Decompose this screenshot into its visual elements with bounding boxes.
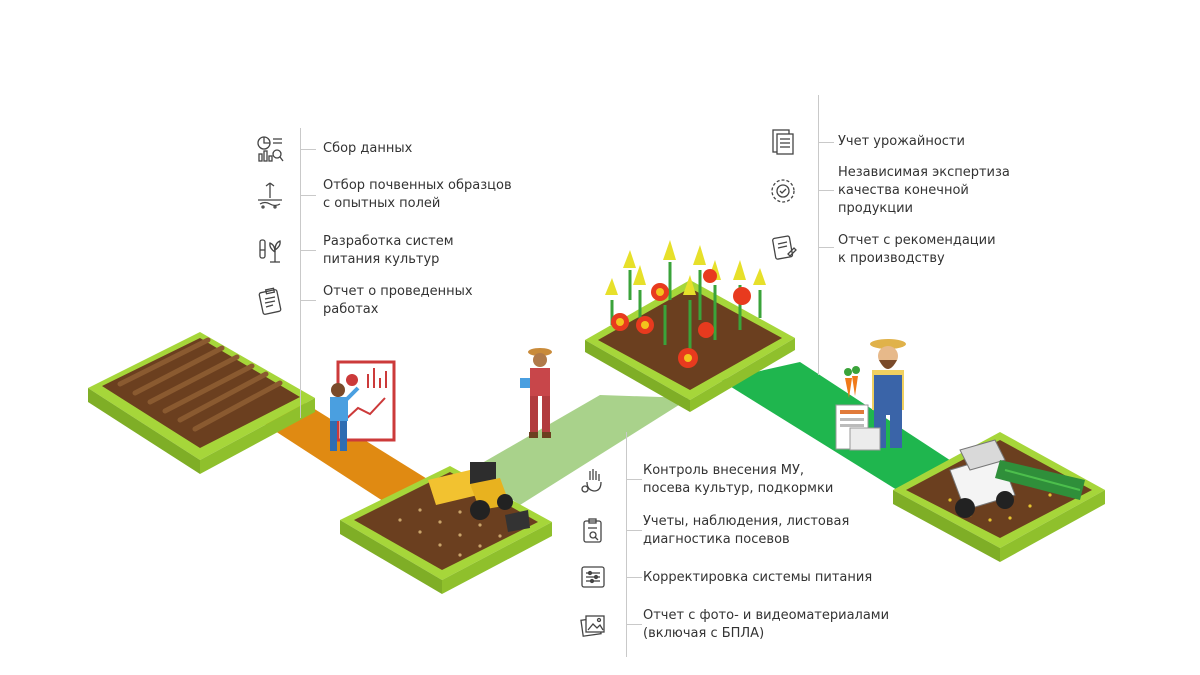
farmer-man-figure	[835, 339, 906, 451]
settings-sliders-icon	[576, 560, 610, 594]
bottom-panel-line	[626, 432, 627, 657]
right-item-3: Отчет с рекомендации к производству	[838, 233, 996, 266]
left-item-2: Отбор почвенных образцов с опытных полей	[323, 178, 512, 211]
orange-path	[255, 400, 445, 512]
left-item-3: Разработка систем питания культур	[323, 234, 454, 267]
plowed-field-tile	[88, 332, 315, 474]
right-panel-line	[818, 95, 819, 375]
harvest-report-icon	[766, 125, 800, 159]
left-item-1: Сбор данных	[323, 141, 413, 156]
hand-gear-icon	[576, 464, 610, 498]
left-panel-line	[300, 128, 301, 418]
light-green-path	[470, 395, 690, 505]
recommendation-clipboard-icon	[766, 230, 800, 264]
quality-badge-icon	[766, 174, 800, 208]
crop-plants	[605, 240, 766, 368]
right-item-1: Учет урожайности	[838, 134, 965, 149]
diagnostics-clipboard-icon	[576, 514, 610, 548]
bottom-item-2: Учеты, наблюдения, листовая диагностика …	[643, 514, 850, 547]
analyst-figure	[330, 360, 396, 451]
tractor	[428, 462, 530, 532]
combine-harvester	[949, 439, 1085, 518]
soil-sample-icon	[253, 178, 287, 212]
sown-field-tile	[340, 462, 552, 594]
bottom-item-3: Корректировка системы питания	[643, 570, 873, 585]
farmer-woman-figure	[520, 348, 552, 438]
bottom-item-1: Контроль внесения МУ, посева культур, по…	[643, 463, 834, 496]
data-chart-icon	[253, 132, 287, 166]
left-item-4: Отчет о проведенных работах	[323, 284, 473, 317]
crop-field-tile	[585, 240, 795, 412]
bottom-item-4: Отчет с фото- и видеоматериалами (включа…	[643, 608, 890, 641]
right-item-2: Независимая экспертиза качества конечной…	[838, 165, 1010, 216]
report-clipboard-icon	[253, 284, 287, 318]
lab-plant-icon	[253, 234, 287, 268]
photo-video-icon	[576, 608, 610, 642]
harvest-field-tile	[893, 432, 1105, 562]
